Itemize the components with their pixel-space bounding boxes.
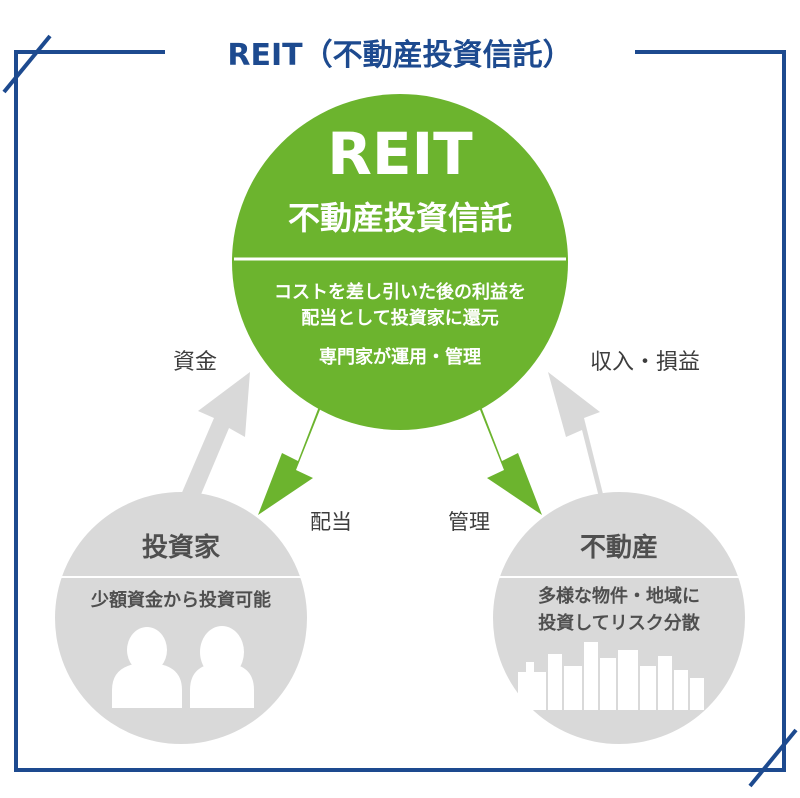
dividend-arrow [258, 352, 340, 515]
income-label: 収入・損益 [589, 350, 700, 375]
reit-desc-line1: コストを差し引いた後の利益を [274, 282, 526, 303]
frame-accent-bottom-right [748, 728, 798, 788]
dividend-label: 配当 [310, 510, 352, 534]
frame-accent-top-left [2, 34, 52, 94]
frame-border [14, 50, 786, 772]
reit-desc-line2: 配当として投資家に還元 [301, 308, 499, 329]
reit-circle [232, 94, 568, 430]
reit-heading: REIT [327, 120, 473, 188]
reit-desc-line3: 専門家が運用・管理 [319, 347, 481, 368]
realestate-desc-line2: 投資してリスク分散 [538, 613, 700, 634]
reit-subheading: 不動産投資信託 [287, 199, 512, 237]
management-label: 管理 [448, 510, 490, 534]
management-arrow [460, 352, 542, 515]
funds-arrow [152, 372, 250, 530]
realestate-desc-line1: 多様な物件・地域に [538, 586, 700, 607]
page-title: REIT（不動産投資信託） [165, 28, 635, 76]
funds-label: 資金 [172, 350, 217, 375]
realestate-title: 不動産 [579, 533, 658, 563]
investor-title: 投資家 [141, 533, 220, 563]
income-arrow [548, 372, 638, 533]
people-icon [112, 626, 254, 708]
investor-desc: 少額資金から投資可能 [91, 590, 271, 611]
city-skyline-icon [518, 642, 704, 710]
